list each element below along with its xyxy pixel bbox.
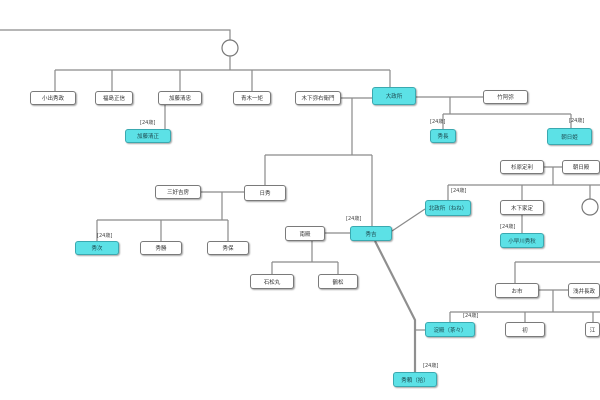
age-label: [24歳]	[500, 224, 516, 230]
connector	[449, 261, 600, 322]
connector	[391, 208, 426, 232]
age-label: [24歳]	[569, 118, 585, 124]
connector	[54, 56, 391, 91]
person-node[interactable]: 竹阿弥	[483, 90, 528, 104]
age-label: [24歳]	[463, 313, 479, 319]
person-node[interactable]: 福島正信	[95, 91, 133, 105]
person-node[interactable]: 浅井長政	[568, 283, 600, 298]
person-node[interactable]: 初	[505, 322, 545, 337]
highlighted-person-node[interactable]: 秀吉	[350, 226, 392, 241]
person-node[interactable]: お市	[495, 283, 539, 298]
connector	[271, 232, 350, 274]
highlighted-person-node[interactable]: 北政所（ねね）	[425, 200, 471, 216]
age-label: [24歳]	[423, 363, 439, 369]
person-node[interactable]: 青木一矩	[233, 91, 271, 105]
person-node[interactable]: 木下弥右衛門	[295, 91, 341, 105]
highlighted-person-node[interactable]: 秀長	[430, 129, 456, 143]
highlighted-person-node[interactable]: 朝日姫	[547, 128, 592, 145]
connector	[447, 166, 600, 200]
connector	[96, 191, 244, 241]
highlighted-person-node[interactable]: 大政所	[372, 87, 416, 105]
junction-circle	[581, 198, 599, 216]
person-node[interactable]: 鶴松	[318, 274, 358, 289]
age-label: [24歳]	[430, 119, 446, 125]
person-node[interactable]: 加藤清忠	[158, 91, 202, 105]
connector	[416, 96, 572, 129]
age-label: [24歳]	[140, 120, 156, 126]
connector	[264, 97, 373, 226]
age-label: [24歳]	[346, 216, 362, 222]
person-node[interactable]: 木下家定	[500, 200, 544, 215]
person-node[interactable]: 三好吉房	[155, 185, 201, 199]
person-node[interactable]: 石松丸	[250, 274, 294, 289]
junction-circle	[221, 39, 239, 57]
person-node[interactable]: 南殿	[285, 226, 325, 241]
person-node[interactable]: 江	[585, 322, 600, 337]
highlighted-person-node[interactable]: 小早川秀秋	[500, 233, 544, 248]
connector	[0, 29, 231, 40]
person-node[interactable]: 秀保	[207, 241, 249, 255]
age-label: [24歳]	[451, 188, 467, 194]
person-node[interactable]: 朝日殿	[562, 160, 600, 174]
highlighted-person-node[interactable]: 淀殿（茶々）	[425, 322, 475, 337]
person-node[interactable]: 小出秀政	[30, 91, 76, 105]
highlighted-person-node[interactable]: 秀次	[75, 241, 119, 255]
person-node[interactable]: 日秀	[244, 185, 286, 201]
person-node[interactable]: 秀勝	[140, 241, 182, 255]
highlighted-person-node[interactable]: 秀頼（拾）	[393, 372, 437, 387]
highlighted-person-node[interactable]: 加藤清正	[125, 129, 171, 143]
age-label: [24歳]	[97, 233, 113, 239]
person-node[interactable]: 杉原定利	[500, 160, 544, 174]
connector	[374, 240, 417, 372]
